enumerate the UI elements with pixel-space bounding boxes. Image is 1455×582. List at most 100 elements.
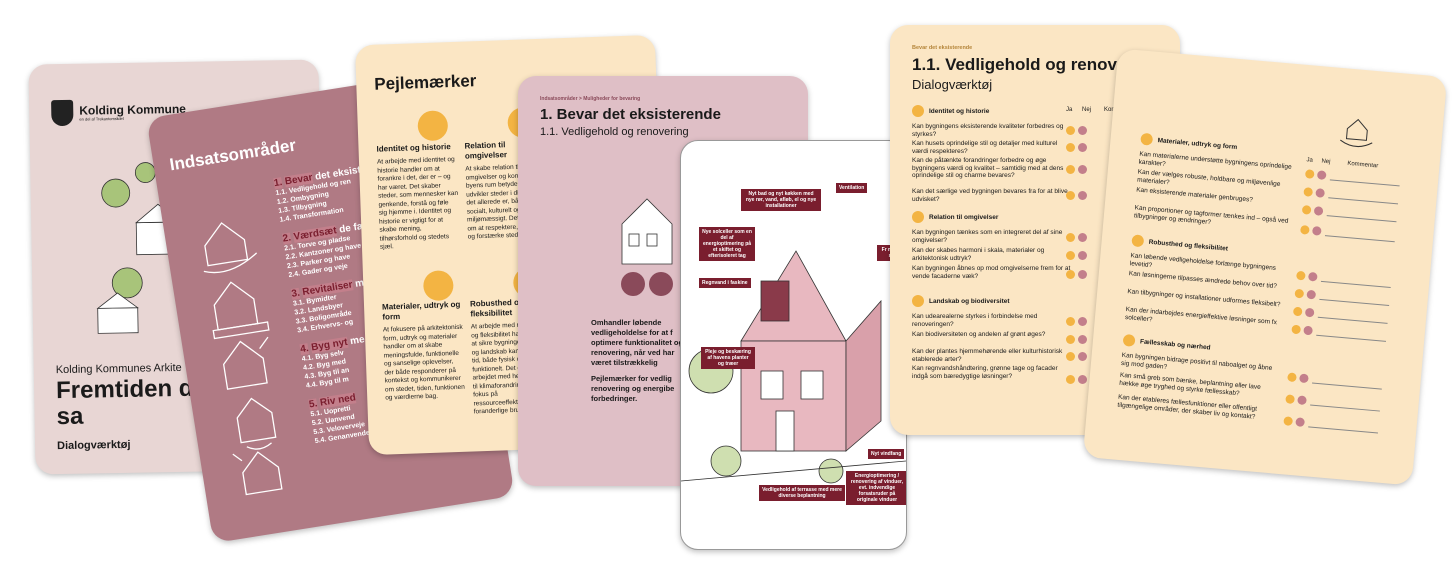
card-subtitle: Dialogværktøj [912, 77, 993, 92]
annotation-label: Nyt bad og nyt køkken med nye rør, vand,… [741, 189, 821, 211]
annotation-label: Energioptimering / renovering af vinduer… [846, 471, 906, 505]
answer-toggle[interactable] [1066, 143, 1087, 152]
indsatsomrader-card[interactable]: Indsatsområder 1. Bevar det eksist 1.1. … [146, 70, 515, 544]
materials-icon [422, 270, 454, 302]
question: Kan husets oprindelige stil og detaljer … [912, 140, 1058, 155]
comment-line[interactable] [1308, 426, 1379, 434]
answer-toggle[interactable] [1283, 416, 1305, 428]
answer-toggle[interactable] [1301, 205, 1324, 216]
section-heading: Relation til omgivelser [912, 211, 998, 223]
annotation-label: Nye solceller som en del af energioptime… [699, 227, 755, 261]
answer-toggle[interactable] [1066, 165, 1087, 174]
section-heading: Landskab og biodiversitet [912, 295, 1010, 307]
house-sketch [621, 198, 673, 265]
question: Kan det særlige ved bygningen bevares fr… [912, 188, 1068, 203]
answer-toggle[interactable] [1292, 306, 1315, 318]
answer-toggle[interactable] [1303, 187, 1326, 198]
annotation-label: Ventilation [836, 183, 868, 193]
question: Kan tilbygninger og installationer udfor… [1127, 288, 1281, 309]
comment-line[interactable] [1319, 298, 1390, 306]
col-nej: Nej [1082, 107, 1092, 113]
question: Kan der plantes hjemmehørende eller kult… [912, 348, 1063, 363]
answer-toggle[interactable] [1066, 251, 1087, 260]
answer-toggle[interactable] [1066, 335, 1087, 344]
materialer-text: At fokusere på arkitektonisk form, udtry… [382, 323, 465, 402]
question: Kan udearealerne styrkes i forbindelse m… [912, 313, 1038, 328]
comment-line[interactable] [1312, 382, 1382, 390]
annotation-label: Nyt vindfang [868, 449, 905, 459]
answer-toggle[interactable] [1066, 270, 1087, 279]
answer-toggle[interactable] [1066, 126, 1087, 135]
comment-line[interactable] [1316, 334, 1387, 342]
col-nej: Nej [1321, 158, 1331, 166]
section-heading: Robusthed og fleksibilitet [1131, 234, 1228, 254]
answer-toggle[interactable] [1294, 288, 1317, 300]
question: Kan biodiversiteten og andelen af grønt … [912, 331, 1046, 338]
body-text-2: Pejlemærker for vedlig renovering og ene… [591, 374, 675, 403]
comment-line[interactable] [1329, 179, 1400, 187]
question: Kan der skabes harmoni i skala, material… [912, 247, 1045, 262]
materialer-title: Materialer, udtryk og form [381, 299, 461, 322]
comment-line[interactable] [1328, 197, 1399, 205]
comment-line[interactable] [1310, 404, 1380, 412]
community-icon [1122, 333, 1136, 347]
relation-icon [912, 211, 924, 223]
answer-toggle[interactable] [1066, 233, 1087, 242]
robust-icon [1131, 234, 1145, 248]
annotation-label: Vedligehold af terrasse med mere diverse… [759, 485, 845, 501]
shield-icon [51, 99, 74, 127]
annotation-label: Pleje og beskæring af havens planter og … [701, 347, 755, 369]
card-subtitle: 1.1. Vedligehold og renovering [540, 126, 689, 138]
body-text: Omhandler løbende vedligeholdelse for at… [591, 318, 684, 367]
renovation-illustration-card[interactable]: Nyt bad og nyt køkken med nye rør, vand,… [680, 140, 907, 550]
house-icons [203, 222, 283, 496]
answer-toggle[interactable] [1300, 224, 1322, 236]
answer-toggle[interactable] [1291, 324, 1314, 336]
materials-icon [1140, 132, 1154, 146]
identitet-block: Identitet og historie At arbejde med ide… [376, 142, 460, 252]
house-in-hand-icon [1340, 118, 1373, 147]
answer-toggle[interactable] [1296, 270, 1318, 282]
card-title: Pejlemærker [373, 71, 477, 94]
breadcrumb: Indsatsområder > Muligheder for bevaring [540, 96, 641, 102]
section-heading: Identitet og historie [912, 105, 989, 117]
breadcrumb: Bevar det eksisterende [912, 45, 973, 51]
card-title: 1. Bevar det eksisterende [540, 106, 721, 123]
identity-icon [912, 105, 924, 117]
identitet-title: Identitet og historie [376, 142, 451, 154]
question: Kan bygningen tænkes som en integreret d… [912, 229, 1063, 244]
comment-line[interactable] [1317, 316, 1388, 324]
answer-toggle[interactable] [1287, 372, 1309, 384]
materialer-block: Materialer, udtryk og form At fokusere p… [382, 300, 465, 403]
comment-line[interactable] [1326, 215, 1397, 223]
answer-toggle[interactable] [1066, 317, 1087, 326]
section-heading: Fællesskab og nærhed [1122, 333, 1212, 354]
col-komm: Kommentar [1347, 160, 1379, 170]
comment-line[interactable] [1320, 280, 1391, 289]
answer-toggle[interactable] [1066, 375, 1087, 384]
section-heading: Materialer, udtryk og form [1140, 132, 1238, 153]
question: Kan proportioner og tagformer tænkes ind… [1133, 204, 1289, 226]
tool-icon [621, 272, 645, 296]
card-title: 1.1. Vedligehold og renoveri [912, 55, 1138, 74]
answer-toggle[interactable] [1285, 394, 1307, 406]
answer-toggle[interactable] [1304, 169, 1327, 180]
question: Kan bygningens eksisterende kvaliteter f… [912, 123, 1064, 138]
question: Kan bygningen åbnes op mod omgivelserne … [912, 265, 1071, 280]
col-ja: Ja [1306, 157, 1314, 164]
answer-toggle[interactable] [1066, 191, 1087, 200]
question: Kan der indarbejdes energieffektive løsn… [1124, 306, 1278, 327]
answer-toggle[interactable] [1066, 352, 1087, 361]
annotation-label: Regnvand i faskine [699, 278, 751, 288]
identitet-text: At arbejde med identitet og historie han… [376, 155, 459, 251]
wave-icon [649, 272, 673, 296]
cover-tag: Dialogværktøj [57, 438, 131, 453]
col-ja: Ja [1066, 107, 1073, 113]
landscape-icon [912, 295, 924, 307]
dialog-card-2[interactable]: Ja Nej Kommentar Materialer, udtryk og f… [1082, 48, 1448, 486]
house-renovation-illustration [681, 250, 906, 484]
question: Kan regnvandshåndtering, grønne tage og … [912, 365, 1058, 380]
cover-subtitle: Kolding Kommunes Arkite [55, 361, 182, 377]
comment-line[interactable] [1324, 235, 1395, 243]
question: Kan de påtænkte forandringer forbedre og… [912, 157, 1064, 179]
